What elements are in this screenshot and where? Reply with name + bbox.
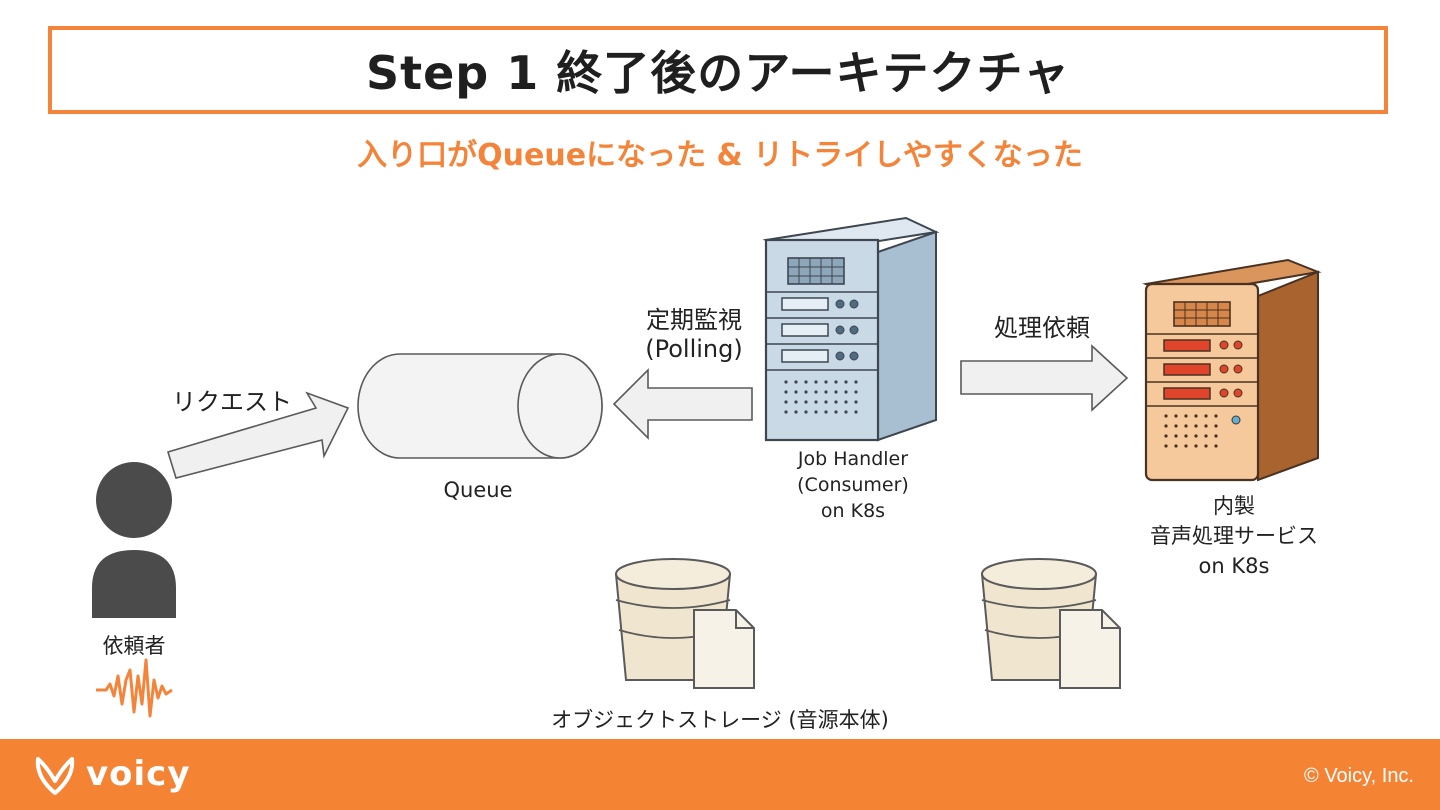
footer-bar: voicy © Voicy, Inc. <box>0 739 1440 810</box>
polling-label-line1: 定期監視 <box>646 306 742 334</box>
storage-label: オブジェクトストレージ (音源本体) <box>551 708 889 732</box>
polling-arrow <box>612 368 753 440</box>
brand-name: voicy <box>86 754 191 794</box>
title-box: Step 1 終了後のアーキテクチャ <box>48 26 1388 114</box>
polling-label-line2: (Polling) <box>645 335 743 363</box>
process-arrow <box>960 344 1129 412</box>
job-handler-server-icon <box>762 216 940 442</box>
queue-cylinder-icon <box>357 353 603 459</box>
request-arrow <box>166 391 350 479</box>
slide-title: Step 1 終了後のアーキテクチャ <box>365 46 1071 100</box>
voicy-logo: voicy <box>30 749 191 799</box>
job-handler-line2: (Consumer) <box>797 474 909 497</box>
queue-label: Queue <box>443 478 513 502</box>
polling-label: 定期監視 (Polling) <box>614 300 774 363</box>
audio-service-line3: on K8s <box>1198 553 1270 578</box>
waveform-icon <box>96 658 173 718</box>
audio-service-line2: 音声処理サービス <box>1150 523 1318 548</box>
requester-label: 依頼者 <box>102 634 166 658</box>
slide-subtitle: 入り口がQueueになった & リトライしやすくなった <box>357 138 1083 173</box>
job-handler-label: Job Handler (Consumer) on K8s <box>753 446 953 525</box>
storage-bucket-icon-2 <box>980 558 1121 689</box>
audio-service-line1: 内製 <box>1213 494 1255 518</box>
request-label: リクエスト <box>172 388 292 416</box>
storage-bucket-icon <box>614 558 755 689</box>
job-handler-line3: on K8s <box>820 500 886 523</box>
audio-service-label: 内製 音声処理サービス on K8s <box>1124 492 1344 581</box>
process-label: 処理依頼 <box>994 314 1090 342</box>
voicy-logo-icon <box>35 757 75 795</box>
person-icon <box>92 462 176 618</box>
job-handler-line1: Job Handler <box>797 448 909 470</box>
copyright-text: © Voicy, Inc. <box>1304 765 1414 787</box>
audio-service-server-icon <box>1142 258 1322 482</box>
